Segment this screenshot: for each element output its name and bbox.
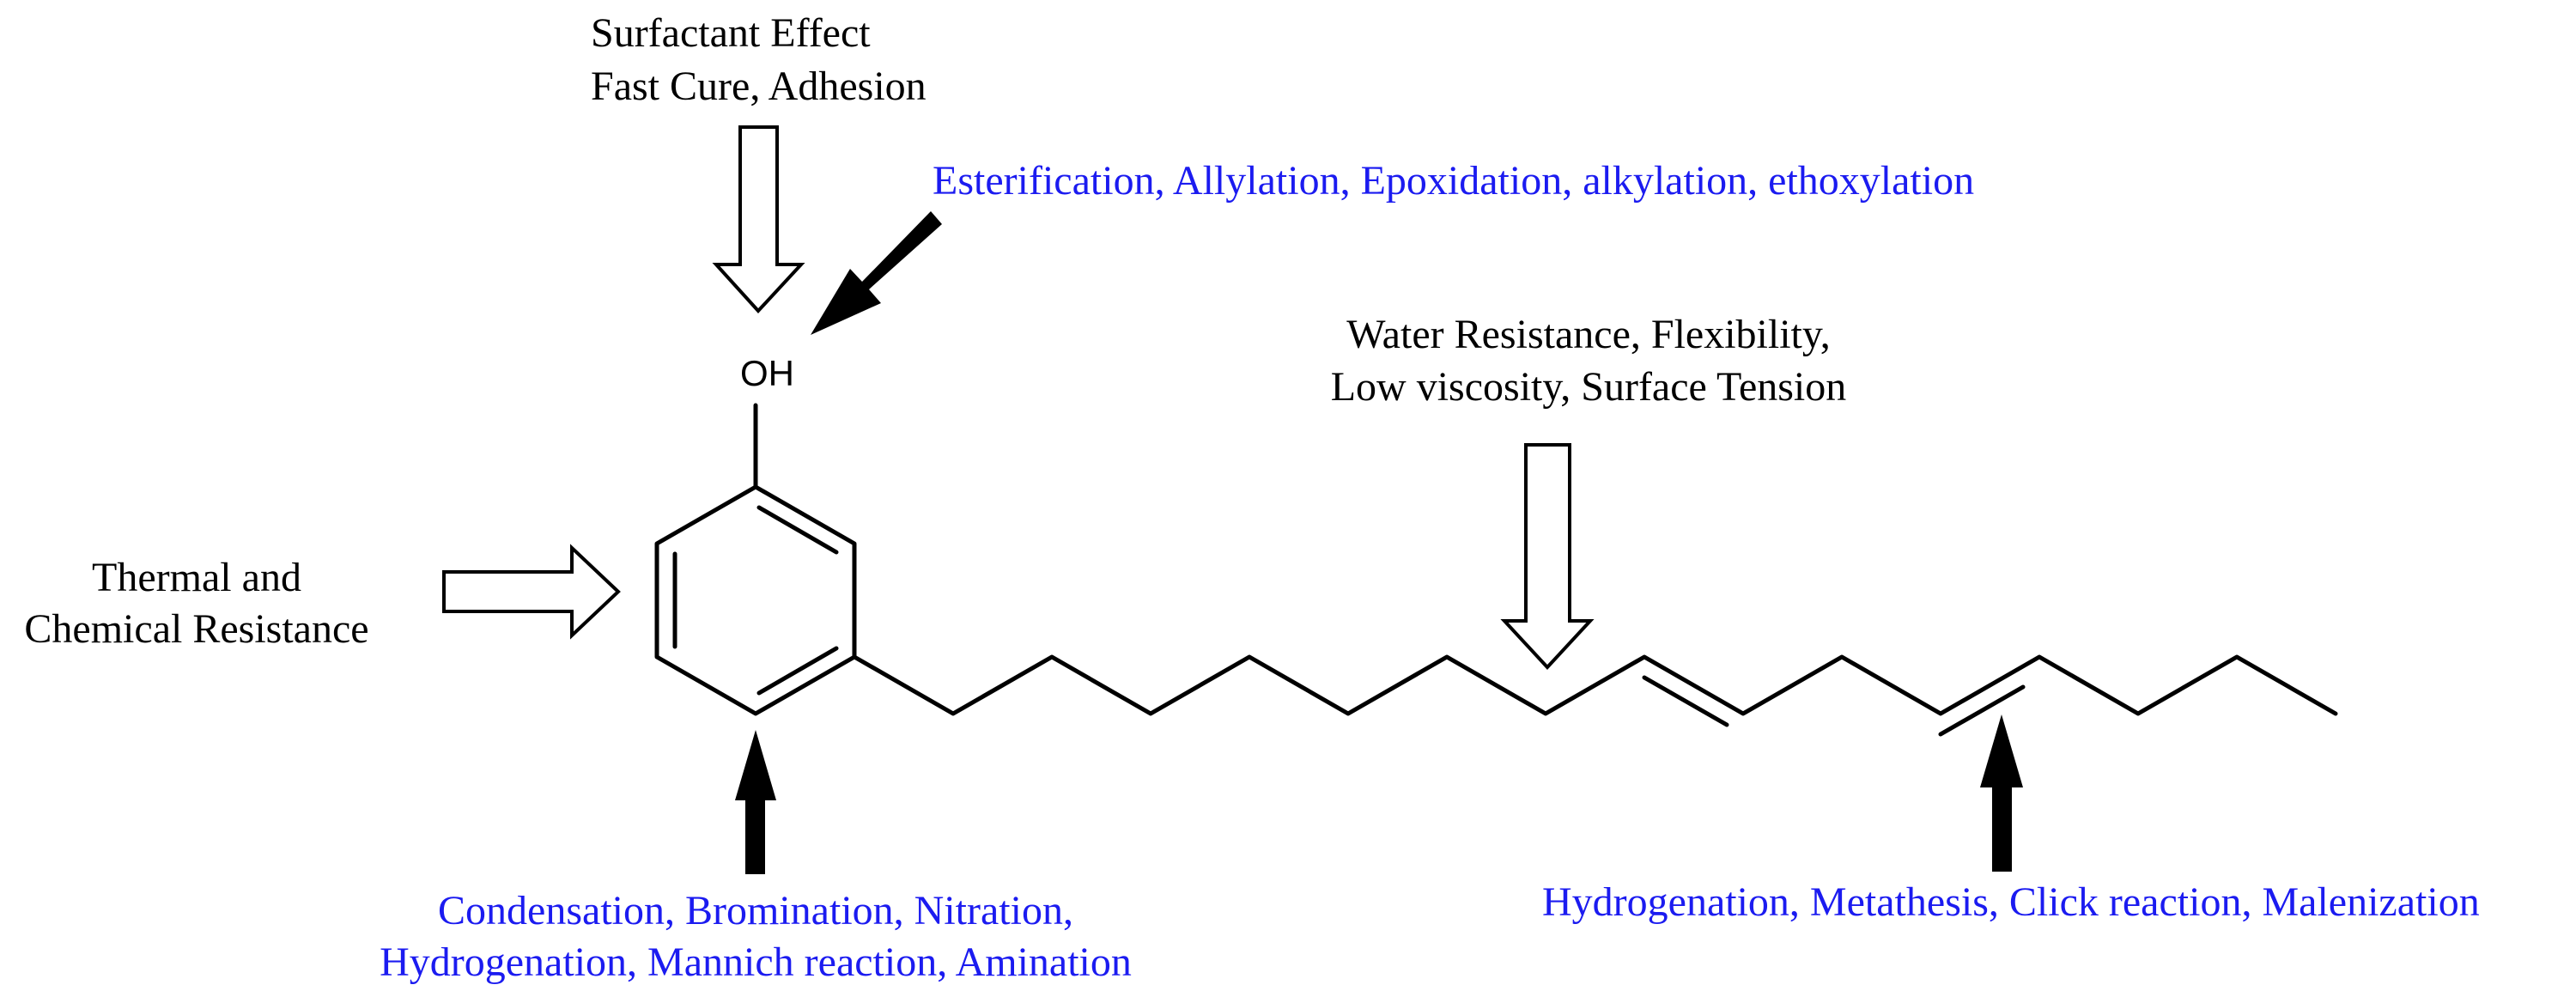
hydroxyl-reactions: Esterification, Allylation, Epoxidation,… xyxy=(933,158,1975,204)
ring-reactions-line-1: Condensation, Bromination, Nitration, xyxy=(438,888,1073,933)
top-down-hollow-arrow xyxy=(712,125,805,313)
left-property-line-2: Chemical Resistance xyxy=(24,606,369,652)
alkyl-chain xyxy=(852,654,2338,716)
chain-double-bond-1 xyxy=(1642,675,1729,727)
ring-reactions-line-2: Hydrogenation, Mannich reaction, Aminati… xyxy=(380,939,1132,985)
benzene-ring xyxy=(654,484,857,716)
double-bond-reactions: Hydrogenation, Metathesis, Click reactio… xyxy=(1542,879,2480,925)
ring-double-bond xyxy=(756,505,839,555)
chain-property-line-1: Water Resistance, Flexibility, xyxy=(1346,312,1831,357)
hydroxyl-solid-arrow xyxy=(811,211,942,335)
chain-property-line-2: Low viscosity, Surface Tension xyxy=(1330,364,1847,410)
cardanol-structure xyxy=(654,403,2338,737)
top-property-line-2: Fast Cure, Adhesion xyxy=(591,64,927,109)
hydroxyl-label: OH xyxy=(740,353,794,393)
double-bond-up-solid-arrow xyxy=(1980,714,2023,872)
reaction-arrows xyxy=(735,211,2023,874)
chain-down-hollow-arrow xyxy=(1500,443,1595,670)
top-property-line-1: Surfactant Effect xyxy=(591,10,871,56)
property-arrows xyxy=(442,125,1595,670)
left-right-hollow-arrow xyxy=(442,544,621,640)
ring-double-bond xyxy=(756,646,839,696)
ring-up-solid-arrow xyxy=(735,730,776,874)
left-property-line-1: Thermal and xyxy=(92,555,301,600)
chain-double-bond-2 xyxy=(1938,684,2026,737)
